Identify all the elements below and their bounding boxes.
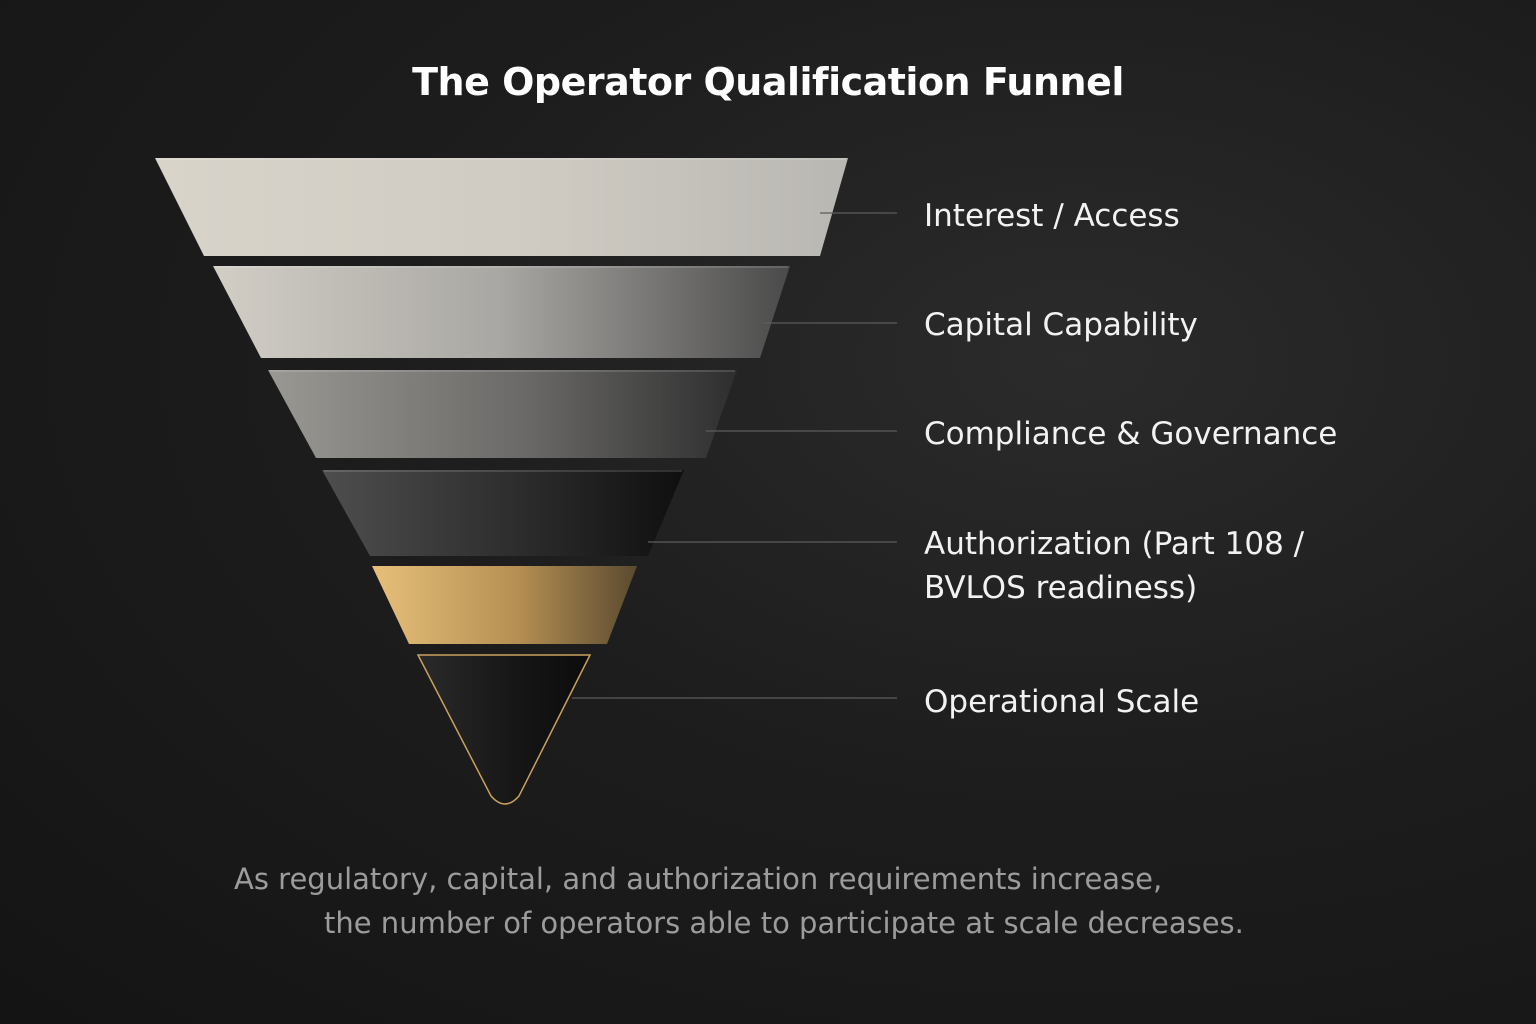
funnel-band-3	[268, 370, 737, 458]
stage-label-1: Interest / Access	[924, 194, 1180, 238]
label-connectors	[572, 212, 897, 699]
page-title: The Operator Qualification Funnel	[412, 60, 1124, 104]
funnel-band-gold	[372, 566, 637, 644]
funnel-bands	[155, 158, 848, 805]
stage-label-4-line-2: BVLOS readiness)	[924, 570, 1198, 606]
funnel-band-tip	[416, 654, 592, 805]
funnel-band-2	[213, 266, 790, 358]
stage-label-4-line-1: Authorization (Part 108 /	[924, 526, 1305, 562]
caption-line-2: the number of operators able to particip…	[324, 906, 1244, 940]
stage-label-3: Compliance & Governance	[924, 412, 1337, 456]
stage-label-2-line-1: Capital Capability	[924, 307, 1198, 343]
stage-label-1-line-1: Interest / Access	[924, 198, 1180, 234]
stage-label-2: Capital Capability	[924, 303, 1198, 347]
stage-label-5-line-1: Operational Scale	[924, 684, 1200, 720]
caption-line-1: As regulatory, capital, and authorizatio…	[234, 862, 1163, 896]
stage-label-3-line-1: Compliance & Governance	[924, 416, 1338, 452]
funnel-band-1	[155, 158, 848, 256]
stage-label-4: Authorization (Part 108 / BVLOS readiness…	[924, 522, 1304, 610]
funnel-band-4	[322, 470, 684, 556]
stage-label-5: Operational Scale	[924, 680, 1199, 724]
